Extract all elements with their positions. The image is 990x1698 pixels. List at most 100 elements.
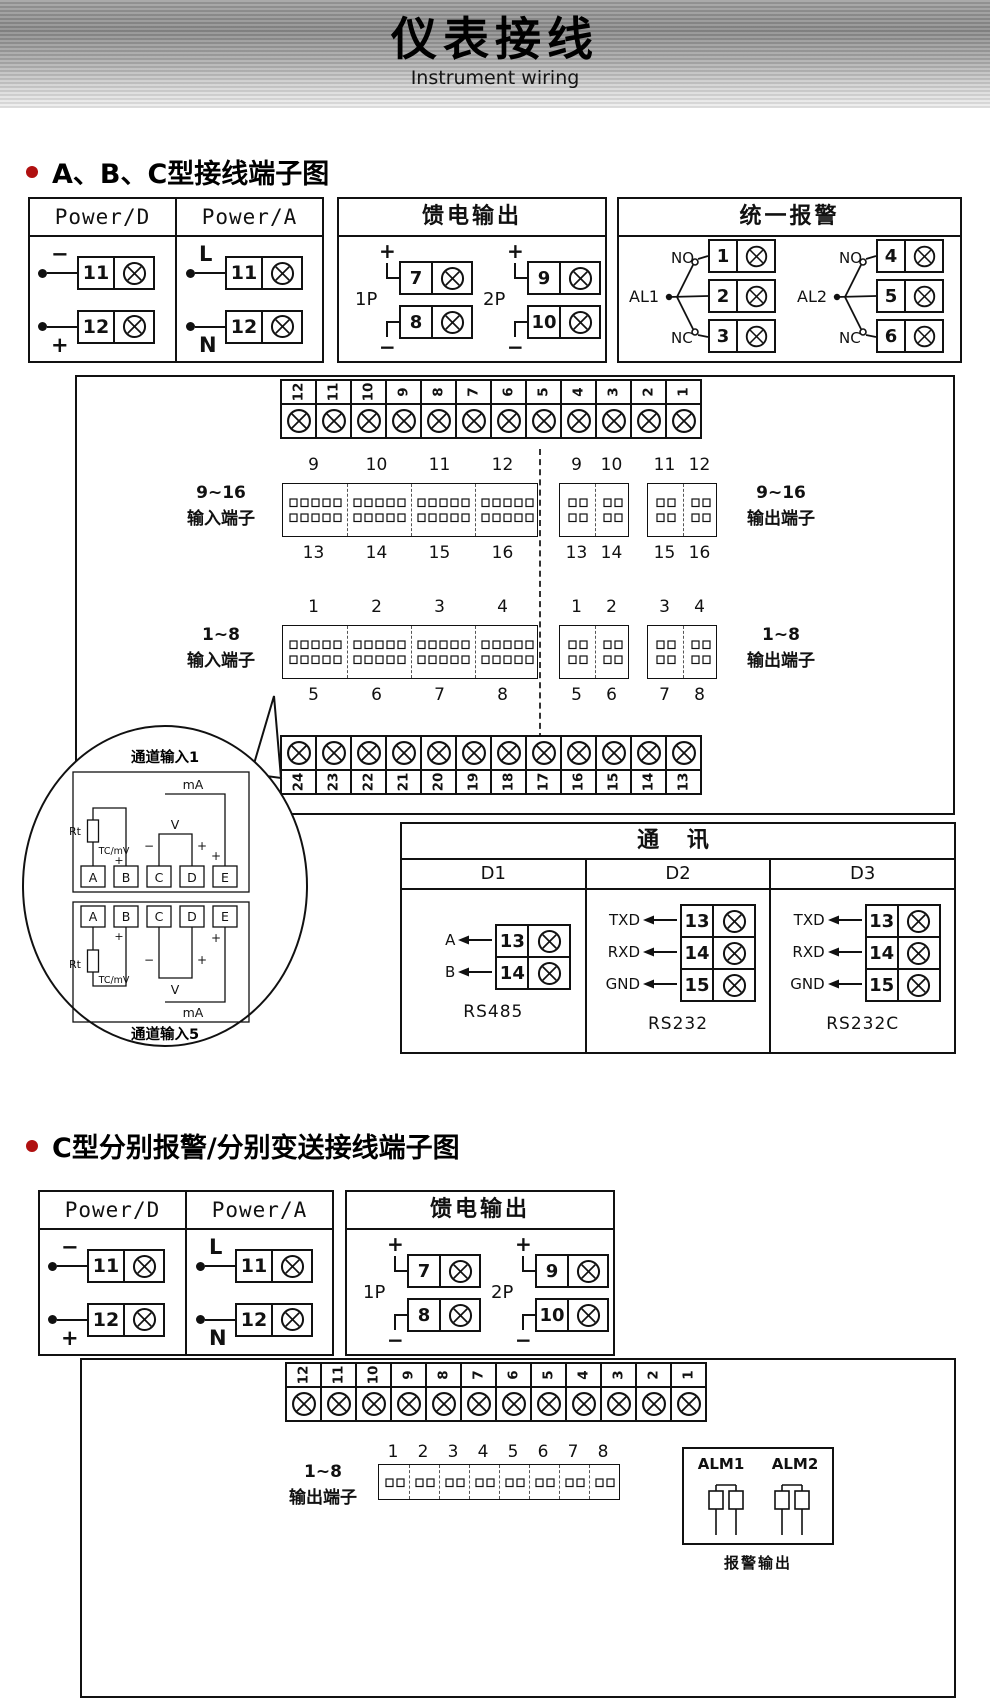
terminal-number: 9 bbox=[395, 387, 412, 397]
v-label: V bbox=[171, 982, 180, 997]
strip-terminal: 9 bbox=[385, 379, 422, 439]
strip-terminal: 17 bbox=[525, 735, 562, 795]
strip-terminal: 21 bbox=[385, 735, 422, 795]
terminal-number: 8 bbox=[401, 307, 433, 337]
feed-group-2p: 2P + − 9 10 bbox=[481, 237, 611, 365]
terminal: 1 bbox=[708, 239, 776, 273]
top-terminal-strip: 12 11 10 9 8 7 6 5 4 3 bbox=[280, 379, 702, 439]
screw-icon bbox=[714, 970, 754, 1000]
comm-col-header: D3 bbox=[771, 860, 955, 890]
wire bbox=[195, 325, 225, 328]
strip-terminal: 8 bbox=[420, 379, 457, 439]
terminal-number: 21 bbox=[395, 772, 412, 792]
screw-icon bbox=[285, 1386, 322, 1422]
screw-icon bbox=[738, 241, 774, 271]
minus-sign: − bbox=[507, 335, 524, 359]
unified-alarm-box: 统一报警 AL1 NO NC 1 2 3 bbox=[617, 197, 962, 363]
power-terminal-row: + 12 bbox=[48, 1302, 180, 1348]
terminal: 7 bbox=[399, 261, 473, 295]
terminal-letter: B bbox=[122, 909, 131, 924]
strip-terminal: 22 bbox=[350, 735, 387, 795]
terminal-number: 8 bbox=[435, 1370, 452, 1380]
power-a-label: Power/A bbox=[175, 199, 322, 235]
io-number: 11 bbox=[653, 455, 676, 475]
channel5-wiring bbox=[72, 901, 250, 1023]
strip-terminal: 24 bbox=[280, 735, 317, 795]
io-number: 13 bbox=[565, 543, 588, 563]
terminal: 8 bbox=[399, 305, 473, 339]
screw-icon bbox=[125, 1305, 163, 1335]
feed-wires bbox=[394, 1256, 407, 1330]
wire-dot-icon bbox=[48, 1261, 57, 1271]
power-d-terminals: − 11 + 12 bbox=[38, 237, 170, 363]
screw-icon bbox=[433, 307, 471, 337]
alarm-group-al1: AL1 NO NC 1 2 3 bbox=[627, 237, 797, 365]
terminal-number: 11 bbox=[330, 1365, 347, 1385]
screw-icon bbox=[560, 735, 597, 771]
terminal-number: 18 bbox=[500, 772, 517, 792]
io-number: 8 bbox=[497, 685, 508, 705]
screw-icon bbox=[714, 938, 754, 968]
bullet-icon bbox=[26, 165, 38, 178]
terminal: 12 bbox=[77, 309, 155, 344]
strip-terminal: 1 bbox=[670, 1362, 707, 1422]
screw-icon bbox=[525, 403, 562, 439]
io-number: 6 bbox=[606, 685, 617, 705]
strip-terminal: 5 bbox=[530, 1362, 567, 1422]
terminal-panel-c: 12 11 10 9 8 7 6 5 4 3 bbox=[80, 1358, 956, 1698]
terminal: 14 bbox=[864, 936, 941, 970]
screw-icon bbox=[560, 403, 597, 439]
strip-terminal: 5 bbox=[525, 379, 562, 439]
io-number: 10 bbox=[600, 455, 623, 475]
terminal-number: 10 bbox=[537, 1300, 569, 1330]
terminal-number: 7 bbox=[409, 1256, 441, 1286]
strip-terminal: 4 bbox=[560, 379, 597, 439]
wire-dot-icon bbox=[38, 322, 47, 332]
terminal-number: 13 bbox=[497, 926, 530, 956]
screw-icon bbox=[390, 1386, 427, 1422]
screw-icon bbox=[273, 1305, 311, 1335]
rt-label: Rt bbox=[69, 958, 82, 971]
screw-icon bbox=[630, 735, 667, 771]
strip-terminal: 7 bbox=[455, 379, 492, 439]
wire bbox=[195, 272, 225, 275]
io-number: 4 bbox=[477, 1442, 489, 1462]
screw-icon bbox=[355, 1386, 392, 1422]
terminal-number: 8 bbox=[430, 387, 447, 397]
polarity-sign: L bbox=[199, 242, 213, 267]
screw-icon bbox=[350, 403, 387, 439]
signal-label: TXD bbox=[609, 911, 640, 929]
screw-icon bbox=[529, 926, 569, 956]
terminal: 4 bbox=[876, 239, 944, 273]
io-number: 10 bbox=[365, 455, 388, 475]
terminal-number: 15 bbox=[605, 772, 622, 792]
screw-icon bbox=[906, 241, 942, 271]
io-number: 2 bbox=[371, 597, 382, 617]
strip-terminal: 11 bbox=[315, 379, 352, 439]
io-number: 15 bbox=[428, 543, 451, 563]
wire-dot-icon bbox=[48, 1315, 57, 1325]
strip-terminal: 6 bbox=[495, 1362, 532, 1422]
tc-label: TC/mV bbox=[98, 846, 130, 857]
strip-terminal: 9 bbox=[390, 1362, 427, 1422]
strip-terminal: 18 bbox=[490, 735, 527, 795]
signal-label: B bbox=[445, 963, 456, 981]
screw-icon bbox=[665, 735, 702, 771]
out916-block-b bbox=[647, 483, 717, 537]
terminal-letter: C bbox=[155, 909, 164, 924]
relay-label: AL1 bbox=[629, 287, 660, 306]
power-terminal-row: − 11 bbox=[48, 1237, 180, 1284]
alarm-output-caption: 报警输出 bbox=[723, 1554, 792, 1572]
group-label: 1P bbox=[355, 289, 378, 310]
channel-wiring-callout: 通道输入1 A B C D E Rt TC/mV V mA + − + + bbox=[22, 695, 308, 1047]
terminal-number: 1 bbox=[680, 1370, 697, 1380]
io-number: 16 bbox=[688, 543, 711, 563]
power-a-label: Power/A bbox=[185, 1192, 332, 1228]
io-number: 11 bbox=[428, 455, 451, 475]
